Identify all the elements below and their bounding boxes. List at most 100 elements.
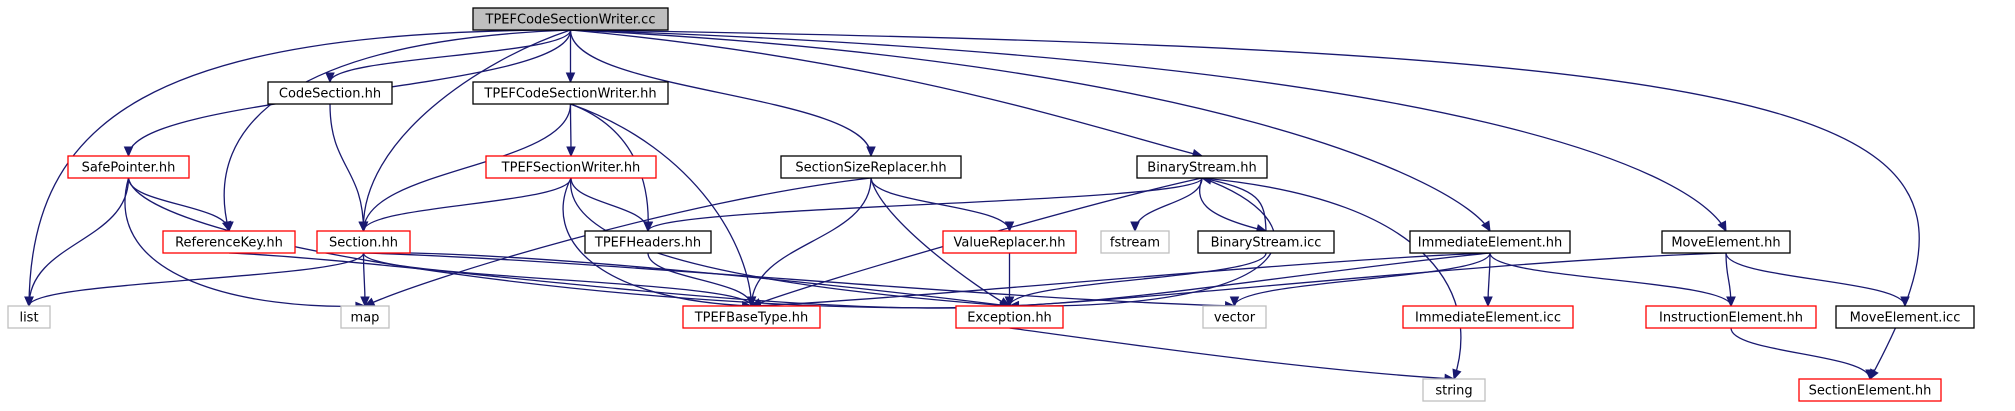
node-label: Section.hh	[329, 236, 398, 251]
node-label: SectionElement.hh	[1809, 384, 1932, 399]
node-label: Exception.hh	[967, 311, 1052, 326]
node-box[interactable]	[1422, 378, 1486, 402]
node-box[interactable]	[780, 155, 962, 179]
node-label: TPEFBaseType.hh	[694, 311, 809, 326]
edge-root-to-moveelement	[570, 29, 1727, 232]
arrowhead-section-to-list	[24, 296, 34, 308]
node-label: string	[1435, 384, 1472, 399]
node-box[interactable]	[584, 230, 712, 254]
node-box[interactable]	[485, 155, 657, 179]
edge-section-to-tpefbasetype	[362, 252, 753, 307]
node-label: list	[19, 311, 38, 326]
node-box[interactable]	[7, 305, 51, 329]
arrowhead-root-to-sectionsizereplacer	[866, 146, 876, 158]
node-label: fstream	[1110, 236, 1160, 251]
edge-exception-to-string	[1009, 327, 1455, 380]
node-box[interactable]	[472, 81, 669, 105]
node-label: ValueReplacer.hh	[954, 236, 1066, 251]
node-box[interactable]	[1835, 305, 1975, 329]
node-box[interactable]	[67, 155, 190, 179]
arrowhead-binarystream-to-tpefheaders	[643, 221, 653, 233]
edge-root-to-list	[28, 29, 571, 307]
node-label: TPEFCodeSectionWriter.hh	[483, 87, 656, 102]
node-tpefheaders[interactable]: TPEFHeaders.hh	[584, 230, 712, 254]
edge-moveelement-to-exception	[1009, 252, 1727, 307]
node-box[interactable]	[682, 305, 821, 329]
edge-root-to-referencekey	[223, 29, 571, 232]
node-box[interactable]	[942, 230, 1077, 254]
node-list[interactable]: list	[7, 305, 51, 329]
arrowhead-root-to-codesection	[325, 72, 335, 84]
node-box[interactable]	[1202, 305, 1267, 329]
node-box[interactable]	[316, 230, 411, 254]
node-label: TPEFHeaders.hh	[594, 236, 701, 251]
arrowhead-immediateelement-to-vector	[1229, 296, 1240, 308]
node-moveelement[interactable]: MoveElement.hh	[1661, 230, 1791, 254]
node-box[interactable]	[162, 230, 296, 254]
arrowhead-instructionelement-to-sectionelement	[1865, 369, 1875, 381]
edge-tpefheaders-to-tpefbasetype	[647, 252, 753, 307]
node-instructionelement[interactable]: InstructionElement.hh	[1645, 305, 1817, 329]
node-box[interactable]	[267, 81, 393, 105]
edge-root-to-codesection	[329, 29, 572, 83]
edge-root-to-binarystream	[570, 29, 1203, 157]
node-exception[interactable]: Exception.hh	[955, 305, 1064, 329]
node-referencekey[interactable]: ReferenceKey.hh	[162, 230, 296, 254]
arrowhead-moveelement-to-instructionelement	[1726, 296, 1736, 308]
node-label: ReferenceKey.hh	[175, 236, 283, 251]
node-box[interactable]	[1100, 230, 1170, 254]
node-tpefbasetype[interactable]: TPEFBaseType.hh	[682, 305, 821, 329]
node-valuereplacer[interactable]: ValueReplacer.hh	[942, 230, 1077, 254]
edge-binarystream-to-tpefheaders	[647, 177, 1203, 232]
node-box[interactable]	[1645, 305, 1817, 329]
node-sectionelement[interactable]: SectionElement.hh	[1798, 378, 1942, 402]
node-box[interactable]	[1409, 230, 1571, 254]
node-codesection[interactable]: CodeSection.hh	[267, 81, 393, 105]
node-fstream[interactable]: fstream	[1100, 230, 1170, 254]
edge-root-to-section	[362, 29, 571, 232]
node-box[interactable]	[1136, 155, 1268, 179]
node-tpefcsw-hh[interactable]: TPEFCodeSectionWriter.hh	[472, 81, 669, 105]
node-root[interactable]: TPEFCodeSectionWriter.cc	[472, 7, 669, 31]
node-safepointer[interactable]: SafePointer.hh	[67, 155, 190, 179]
arrowhead-moveelement-to-moveelement_icc	[1900, 296, 1910, 308]
node-sectionsizereplacer[interactable]: SectionSizeReplacer.hh	[780, 155, 962, 179]
node-box[interactable]	[1661, 230, 1791, 254]
node-binarystream-icc[interactable]: BinaryStream.icc	[1197, 230, 1335, 254]
edge-tpefsectionwriter-to-section	[362, 177, 572, 232]
node-box[interactable]	[1402, 305, 1574, 329]
edge-immediateelement-to-tpefbasetype	[751, 252, 1491, 307]
node-box[interactable]	[955, 305, 1064, 329]
node-immediateelement[interactable]: ImmediateElement.hh	[1409, 230, 1571, 254]
node-box[interactable]	[1798, 378, 1942, 402]
node-map[interactable]: map	[340, 305, 390, 329]
edge-referencekey-to-exception	[228, 252, 1010, 309]
node-string[interactable]: string	[1422, 378, 1486, 402]
edge-safepointer-to-map	[124, 177, 366, 307]
edge-root-to-sectionelement	[570, 29, 1920, 380]
node-box[interactable]	[340, 305, 390, 329]
node-binarystream[interactable]: BinaryStream.hh	[1136, 155, 1268, 179]
node-vector[interactable]: vector	[1202, 305, 1267, 329]
arrowhead-tpefsectionwriter-to-section	[358, 221, 369, 233]
node-tpefsectionwriter[interactable]: TPEFSectionWriter.hh	[485, 155, 657, 179]
node-label: SafePointer.hh	[82, 161, 176, 176]
node-label: BinaryStream.hh	[1147, 161, 1256, 176]
node-section[interactable]: Section.hh	[316, 230, 411, 254]
node-immediateelement-icc[interactable]: ImmediateElement.icc	[1402, 305, 1574, 329]
arrowhead-section-to-map	[360, 296, 370, 308]
node-box[interactable]	[472, 7, 669, 31]
node-moveelement-icc[interactable]: MoveElement.icc	[1835, 305, 1975, 329]
edge-section-to-vector	[363, 252, 1235, 307]
edge-safepointer-to-referencekey	[127, 177, 230, 232]
arrowhead-root-to-immediateelement	[1481, 220, 1491, 233]
edge-sectionsizereplacer-to-valuereplacer	[870, 177, 1011, 232]
edge-tpefcsw_hh-to-section	[362, 103, 572, 232]
arrowhead-binarystream-to-string	[1452, 368, 1462, 381]
edge-sectionsizereplacer-to-exception	[870, 177, 1010, 307]
node-label: BinaryStream.icc	[1211, 236, 1322, 251]
node-label: TPEFCodeSectionWriter.cc	[485, 13, 656, 28]
node-box[interactable]	[1197, 230, 1335, 254]
